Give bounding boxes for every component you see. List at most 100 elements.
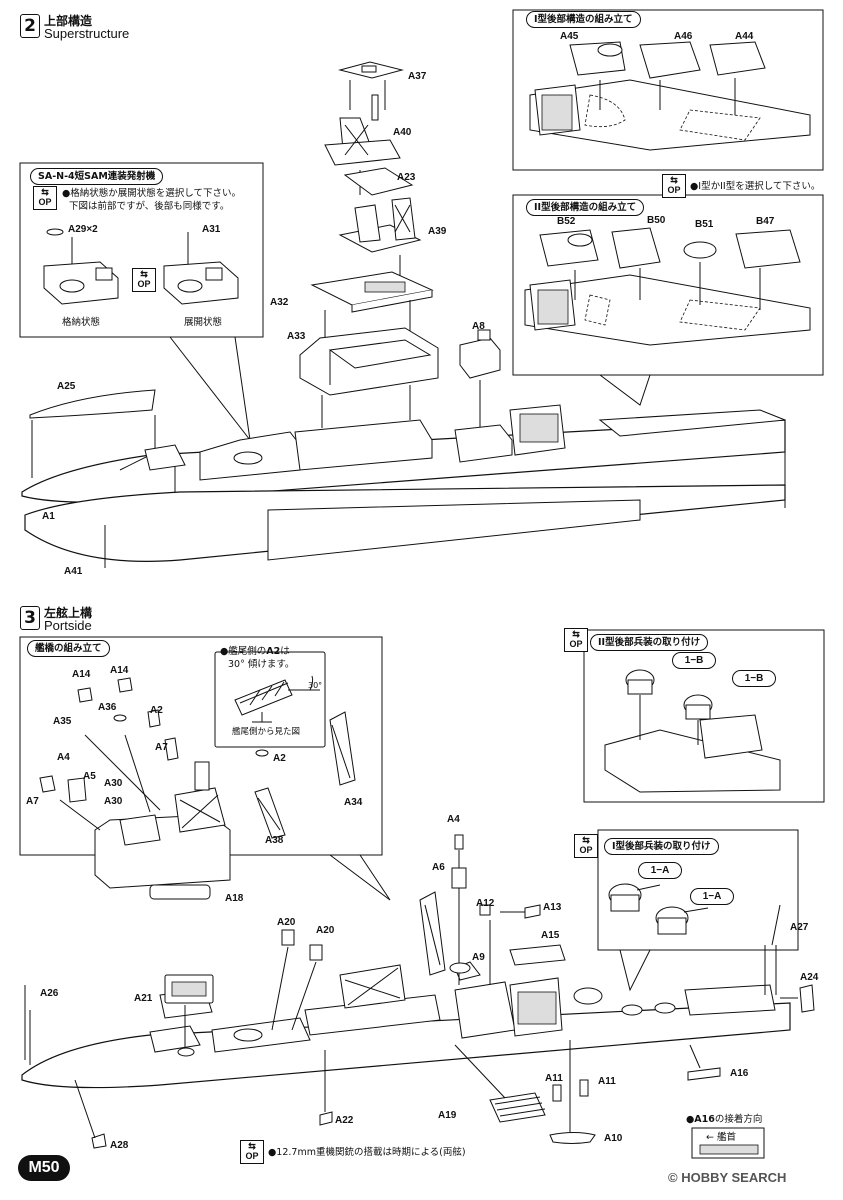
step-title-jp: 左舷上構 <box>44 606 93 620</box>
op-badge: ⇆OP <box>240 1140 264 1164</box>
op-badge: ⇆OP <box>564 628 588 652</box>
step-title-en: Portside <box>44 618 92 633</box>
part-label-a14: A14 <box>72 669 91 680</box>
part-label-a34: A34 <box>344 797 363 808</box>
type1-arm-title: I型後部兵装の取り付け <box>604 838 719 855</box>
step-title-en: Superstructure <box>44 26 130 41</box>
part-label-a10: A10 <box>604 1133 623 1144</box>
step-number: 2 <box>20 14 40 38</box>
part-label-a41: A41 <box>64 566 83 577</box>
type2-arm-title: II型後部兵装の取り付け <box>590 634 709 651</box>
op-badge: ⇆OP <box>33 186 57 210</box>
part-pill-1a: 1−A <box>690 888 734 905</box>
part-label-a32: A32 <box>270 297 289 308</box>
part-label-a20: A20 <box>277 917 296 928</box>
part-label-a25: A25 <box>57 381 76 392</box>
part-label-a30: A30 <box>104 796 123 807</box>
part-label-a46: A46 <box>674 31 693 42</box>
a22-a28-a19-a10-a11-a16 <box>74 1040 721 1149</box>
type1-arm-pointer <box>619 949 651 992</box>
part-label-a16: A16 <box>730 1068 749 1079</box>
a40-mast <box>324 94 401 166</box>
part-label-a28: A28 <box>110 1140 129 1151</box>
sam-box-title: SA-N-4短SAM連装発射機 <box>30 168 164 185</box>
type1-aft-title: I型後部構造の組み立て <box>526 11 641 28</box>
part-label-a44: A44 <box>735 31 754 42</box>
part-label-a36: A36 <box>98 702 117 713</box>
view-caption: 艦尾側から見た図 <box>232 727 301 737</box>
a37-plate <box>338 61 404 79</box>
bridge-assembly <box>39 677 356 900</box>
part-pill-1b: 1−B <box>732 670 776 687</box>
a20-parts <box>271 929 323 1031</box>
angle-value: 30° <box>308 681 323 690</box>
part-label-a1: A1 <box>42 511 55 522</box>
part-label-a2: A2 <box>273 753 286 764</box>
sam-note-1: ●格納状態か展開状態を選択して下さい。 <box>62 188 242 199</box>
sam-launcher-deployed <box>163 232 239 305</box>
type-choose-note: ●I型かII型を選択して下さい。 <box>690 181 821 192</box>
a41-hull <box>24 484 786 568</box>
step-number: 3 <box>20 606 40 630</box>
option-icon: ⇆ <box>572 629 580 639</box>
a32-deck <box>310 271 434 313</box>
part-label-a40: A40 <box>393 127 412 138</box>
part-label-a9: A9 <box>472 952 485 963</box>
op-badge: ⇆OP <box>574 834 598 858</box>
option-icon: ⇆ <box>670 175 678 185</box>
part-label-a33: A33 <box>287 331 306 342</box>
op-badge: ⇆OP <box>662 174 686 198</box>
a27-a24-parts <box>764 904 815 1013</box>
a33-house <box>299 327 439 396</box>
type1-arm-turrets <box>608 883 709 935</box>
step-title-jp: 上部構造 <box>44 14 93 28</box>
a39-frame <box>338 197 422 253</box>
part-label-a19: A19 <box>438 1110 457 1121</box>
option-icon: ⇆ <box>582 835 590 845</box>
a8-part <box>459 329 501 379</box>
watermark: © HOBBY SEARCH <box>668 1170 787 1185</box>
part-pill-1a: 1−A <box>638 862 682 879</box>
part-label-a24: A24 <box>800 972 819 983</box>
part-label-a7: A7 <box>26 796 39 807</box>
part-label-a4: A4 <box>447 814 460 825</box>
part-label-a12: A12 <box>476 898 495 909</box>
part-label-a13: A13 <box>543 902 562 913</box>
option-icon: ⇆ <box>140 269 148 279</box>
state-stowed-label: 格納状態 <box>62 317 101 328</box>
a16-direction-note: ●A16の接着方向 <box>686 1114 763 1125</box>
type2-aft-title: II型後部構造の組み立て <box>526 199 645 216</box>
part-label-a45: A45 <box>560 31 579 42</box>
part-label-a30: A30 <box>104 778 123 789</box>
a23-deck <box>343 167 414 196</box>
part-label-a27: A27 <box>790 922 809 933</box>
part-label-a18: A18 <box>225 893 244 904</box>
sam-note-2: 下図は前部ですが、後部も同様です。 <box>69 201 230 212</box>
a25-bow-deck <box>29 389 156 478</box>
a16-direction-box <box>691 1127 765 1159</box>
bow-direction-label: ← 艦首 <box>706 1132 737 1143</box>
a21-part <box>164 974 214 1048</box>
bridge-box-title: 艦橋の組み立て <box>27 640 110 657</box>
part-label-a23: A23 <box>397 172 416 183</box>
angle-note-line2: 30° 傾けます。 <box>228 659 295 670</box>
part-label-a21: A21 <box>134 993 153 1004</box>
part-label-a14: A14 <box>110 665 129 676</box>
option-icon: ⇆ <box>248 1141 256 1151</box>
aft-box-pointer <box>599 374 651 406</box>
part-label-a20: A20 <box>316 925 335 936</box>
part-label-a39: A39 <box>428 226 447 237</box>
op-badge: ⇆OP <box>132 268 156 292</box>
part-label-a4: A4 <box>57 752 70 763</box>
part-label-b52: B52 <box>557 216 576 227</box>
part-label-b51: B51 <box>695 219 714 230</box>
part-label-a15: A15 <box>541 930 560 941</box>
type2-aft-hull <box>524 227 811 346</box>
part-label-a35: A35 <box>53 716 72 727</box>
part-label-a26: A26 <box>40 988 59 999</box>
part-label-b50: B50 <box>647 215 666 226</box>
part-label-a38: A38 <box>265 835 284 846</box>
a9-a15 <box>449 920 491 985</box>
a26-mast <box>24 985 31 1065</box>
